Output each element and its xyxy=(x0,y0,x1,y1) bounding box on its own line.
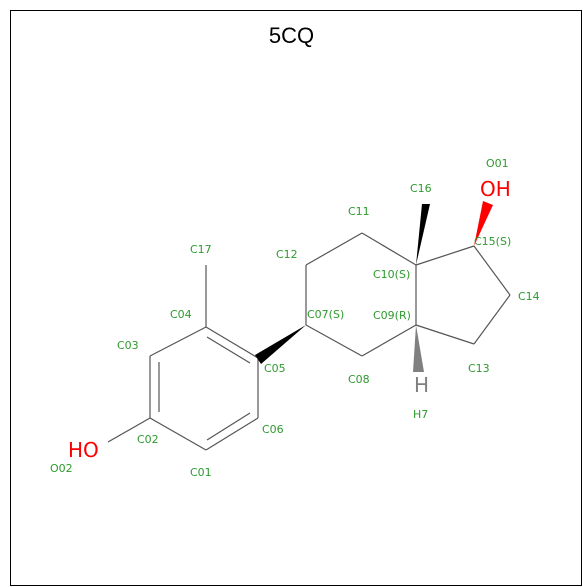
atom-label-o01: O01 xyxy=(486,157,509,170)
wedge-c09-h7 xyxy=(413,325,424,372)
atom-label-c12: C12 xyxy=(276,248,298,261)
bond-c08-c07 xyxy=(305,324,363,357)
bond-c10-c15 xyxy=(415,245,475,266)
atom-label-c11: C11 xyxy=(348,205,370,218)
bond-c01-c06 xyxy=(205,417,259,451)
bond-c02-o02 xyxy=(107,417,151,443)
bond-c11-c10 xyxy=(361,232,417,266)
atom-label-o02: O02 xyxy=(50,462,73,475)
bond-c12-c11 xyxy=(305,232,363,266)
wedge-c15-o01 xyxy=(474,201,493,246)
wedge-c07-c05 xyxy=(255,325,306,364)
atom-label-c03: C03 xyxy=(117,339,139,352)
atom-label-c10: C10(S) xyxy=(373,268,410,281)
atom-label-c14: C14 xyxy=(518,290,540,303)
bond-c05-c04-inner xyxy=(206,336,251,364)
molecule-title: 5CQ xyxy=(268,23,315,48)
atom-label-c15: C15(S) xyxy=(474,235,511,248)
bond-c15-c14 xyxy=(473,245,511,296)
atom-label-c04: C04 xyxy=(170,308,192,321)
ho-left-label: HO xyxy=(68,438,99,462)
atom-label-c06: C06 xyxy=(262,423,284,436)
wedge-c10-c16 xyxy=(416,204,430,265)
atom-label-c08: C08 xyxy=(348,373,370,386)
bond-c05-c04 xyxy=(205,326,259,359)
atom-label-c16: C16 xyxy=(410,182,432,195)
bond-c13-c09 xyxy=(415,324,475,345)
bond-c04-c03 xyxy=(149,326,207,357)
bond-c09-c08 xyxy=(361,324,417,357)
atom-label-c17: C17 xyxy=(190,243,212,256)
oh-top-label: OH xyxy=(480,177,511,201)
atom-label-h7: H7 xyxy=(413,408,428,421)
bond-c14-c13 xyxy=(473,294,511,345)
atom-label-c13: C13 xyxy=(468,362,490,375)
diagram-frame xyxy=(10,10,582,586)
atom-label-c02: C02 xyxy=(137,433,159,446)
h-bottom-label: H xyxy=(414,373,429,397)
atom-label-c07: C07(S) xyxy=(307,308,344,321)
bond-c02-c01 xyxy=(149,417,207,451)
atom-label-c05: C05 xyxy=(264,362,286,375)
atom-label-c01: C01 xyxy=(190,466,212,479)
bond-c01-c06-inner xyxy=(206,412,251,441)
atom-label-c09: C09(R) xyxy=(373,309,411,322)
